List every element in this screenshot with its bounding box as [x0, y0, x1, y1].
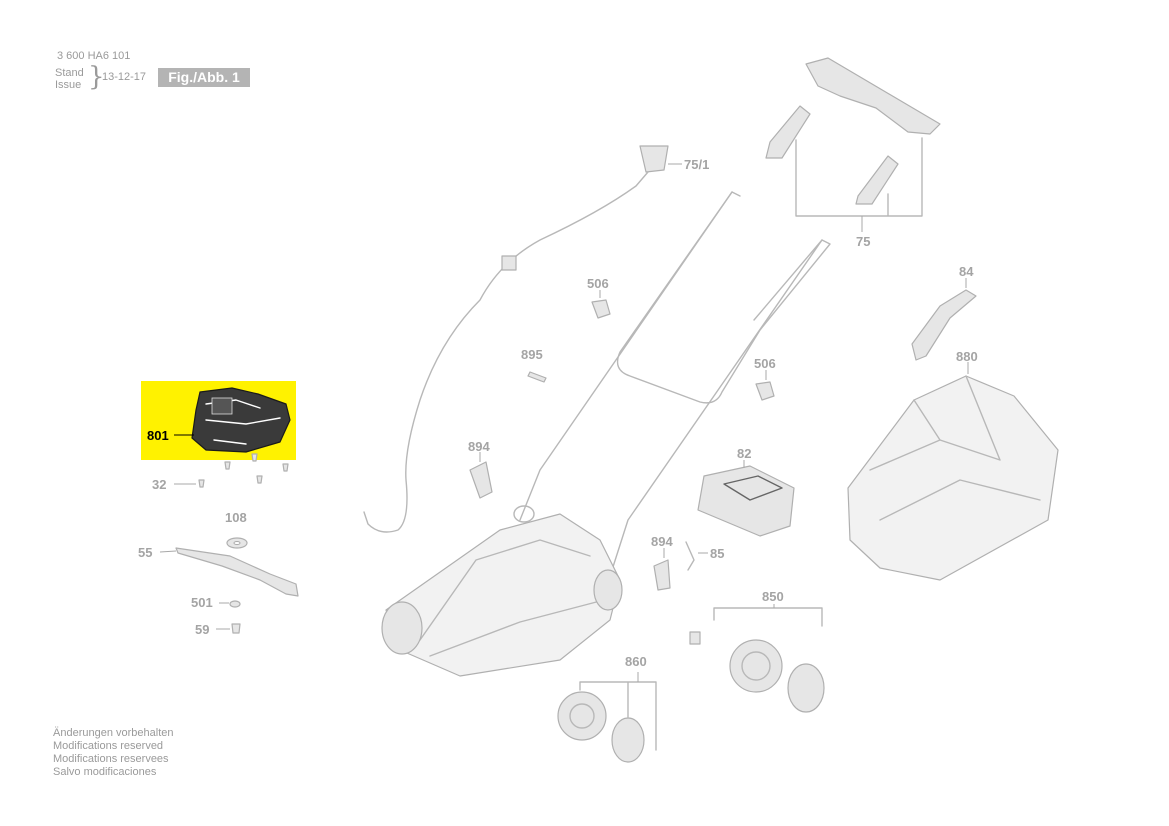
- footer-line-fr: Modifications reservees: [53, 753, 169, 765]
- footer-notice: Änderungen vorbehalten Modifications res…: [53, 727, 173, 779]
- part-number: 3 600 HA6 101: [57, 50, 131, 62]
- handle-bars: [519, 191, 831, 571]
- part-506-knob-a[interactable]: [591, 290, 611, 319]
- part-880-grassbox[interactable]: [847, 362, 1059, 581]
- callout-59[interactable]: 59: [195, 622, 209, 637]
- callout-32[interactable]: 32: [152, 477, 166, 492]
- callout-75-1[interactable]: 75/1: [684, 157, 709, 172]
- callout-501[interactable]: 501: [191, 595, 213, 610]
- mower-deck: [381, 505, 623, 677]
- callout-82[interactable]: 82: [737, 446, 751, 461]
- part-850-wheel[interactable]: [689, 604, 825, 713]
- part-506-knob-b[interactable]: [755, 370, 775, 401]
- part-894-clamp-a[interactable]: [469, 452, 493, 499]
- part-895-pin[interactable]: [527, 371, 547, 383]
- callout-75[interactable]: 75: [856, 234, 870, 249]
- stand-label: Stand: [55, 67, 84, 79]
- callout-850[interactable]: 850: [762, 589, 784, 604]
- callout-108[interactable]: 108: [225, 510, 247, 525]
- part-84-handle[interactable]: [911, 278, 977, 361]
- part-75-handle[interactable]: [765, 57, 941, 232]
- issue-label: Issue: [55, 79, 82, 91]
- callout-880[interactable]: 880: [956, 349, 978, 364]
- callout-506-b[interactable]: 506: [754, 356, 776, 371]
- part-894-clamp-b[interactable]: [653, 548, 671, 591]
- callout-895[interactable]: 895: [521, 347, 543, 362]
- part-75-1-cable[interactable]: [363, 145, 682, 533]
- callout-85[interactable]: 85: [710, 546, 724, 561]
- part-860-wheel[interactable]: [557, 672, 657, 763]
- callout-801[interactable]: 801: [147, 428, 169, 443]
- callout-894-a[interactable]: 894: [468, 439, 490, 454]
- part-801-motor[interactable]: [174, 387, 291, 453]
- part-55-blade[interactable]: [159, 547, 299, 597]
- footer-line-de: Änderungen vorbehalten: [53, 727, 174, 739]
- callout-55[interactable]: 55: [138, 545, 152, 560]
- callout-506-a[interactable]: 506: [587, 276, 609, 291]
- part-59-bolt[interactable]: [216, 623, 241, 634]
- part-85-lever[interactable]: [685, 541, 708, 571]
- issue-date: 13-12-17: [102, 71, 147, 83]
- part-32-screws[interactable]: [174, 453, 289, 488]
- footer-line-en: Modifications reserved: [53, 740, 164, 752]
- figure-label: Fig./Abb. 1: [158, 68, 250, 87]
- part-82-battery[interactable]: [697, 460, 795, 537]
- callout-894-b[interactable]: 894: [651, 534, 673, 549]
- brace-icon: }: [88, 62, 105, 92]
- callout-84[interactable]: 84: [959, 264, 974, 279]
- callout-860[interactable]: 860: [625, 654, 647, 669]
- part-108-washer[interactable]: [226, 537, 248, 549]
- footer-line-es: Salvo modificaciones: [53, 766, 157, 778]
- part-501-washer[interactable]: [219, 600, 241, 608]
